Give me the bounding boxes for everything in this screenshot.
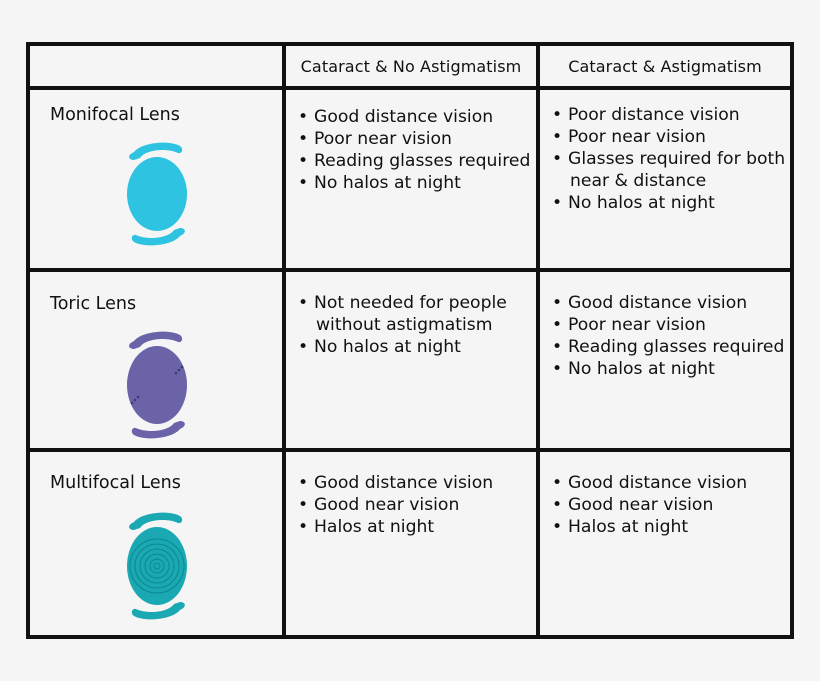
bullet-item: Poor near vision bbox=[552, 314, 784, 336]
bullet-text-continued: without astigmatism bbox=[316, 315, 493, 335]
bullet-list: Poor distance visionPoor near visionGlas… bbox=[552, 104, 785, 214]
bullet-text: No halos at night bbox=[568, 359, 715, 379]
bullet-text: Good distance vision bbox=[568, 293, 748, 313]
bullet-text: Good distance vision bbox=[314, 107, 494, 127]
bullet-item: No halos at night bbox=[298, 172, 530, 194]
bullet-item: Reading glasses required bbox=[552, 336, 784, 358]
bullet-text: No halos at night bbox=[568, 193, 715, 213]
bullet-item: Good near vision bbox=[298, 494, 493, 516]
bullet-text: Good near vision bbox=[314, 495, 460, 515]
toric-lens-icon bbox=[127, 331, 187, 439]
lens-name: Toric Lens bbox=[50, 294, 137, 314]
bullet-text: Poor distance vision bbox=[568, 105, 740, 125]
bullet-text: No halos at night bbox=[314, 337, 461, 357]
bullet-item: Good near vision bbox=[552, 494, 747, 516]
bullet-text: Good near vision bbox=[568, 495, 714, 515]
bullet-text: Reading glasses required bbox=[568, 337, 785, 357]
column-divider bbox=[536, 46, 540, 635]
bullet-text: Good distance vision bbox=[568, 473, 748, 493]
monofocal-lens-icon bbox=[127, 142, 187, 246]
bullet-text: Halos at night bbox=[568, 517, 689, 537]
bullet-list: Good distance visionGood near visionHalo… bbox=[552, 472, 747, 538]
bullet-list: Good distance visionGood near visionHalo… bbox=[298, 472, 493, 538]
bullet-item: Good distance vision bbox=[552, 472, 747, 494]
cell-multifocal-astigmatism: Good distance visionGood near visionHalo… bbox=[540, 452, 790, 639]
bullet-list: Good distance visionPoor near visionRead… bbox=[298, 106, 530, 194]
column-header-astigmatism: Cataract & Astigmatism bbox=[568, 56, 762, 76]
bullet-item: Reading glasses required bbox=[298, 150, 530, 172]
bullet-text: Reading glasses required bbox=[314, 151, 531, 171]
multifocal-lens-icon bbox=[127, 512, 187, 620]
row-divider bbox=[30, 448, 790, 452]
bullet-text: Glasses required for both bbox=[568, 149, 786, 169]
bullet-item: No halos at night bbox=[552, 358, 784, 380]
bullet-text: Not needed for people bbox=[314, 293, 507, 313]
bullet-item: Halos at night bbox=[552, 516, 747, 538]
bullet-text: Good distance vision bbox=[314, 473, 494, 493]
bullet-item: Poor distance vision bbox=[552, 104, 785, 126]
bullet-item: Poor near vision bbox=[298, 128, 530, 150]
bullet-item: No halos at night bbox=[552, 192, 785, 214]
row-divider bbox=[30, 268, 790, 272]
cell-toric-astigmatism: Good distance visionPoor near visionRead… bbox=[540, 272, 790, 448]
column-divider bbox=[282, 46, 286, 635]
cell-multifocal-no-astigmatism: Good distance visionGood near visionHalo… bbox=[286, 452, 536, 639]
bullet-text: Halos at night bbox=[314, 517, 435, 537]
cell-monofocal-no-astigmatism: Good distance visionPoor near visionRead… bbox=[286, 90, 536, 268]
lens-name: Multifocal Lens bbox=[50, 473, 181, 493]
bullet-text: Poor near vision bbox=[568, 127, 706, 147]
bullet-item: No halos at night bbox=[298, 336, 507, 358]
cell-monofocal-astigmatism: Poor distance visionPoor near visionGlas… bbox=[540, 90, 790, 268]
bullet-item: Good distance vision bbox=[298, 106, 530, 128]
lens-comparison-table: Cataract & No Astigmatism Cataract & Ast… bbox=[26, 42, 794, 639]
lens-cell-multifocal: Multifocal Lens bbox=[30, 452, 282, 639]
bullet-list: Good distance visionPoor near visionRead… bbox=[552, 292, 784, 380]
bullet-item: Poor near vision bbox=[552, 126, 785, 148]
bullet-item: Halos at night bbox=[298, 516, 493, 538]
bullet-text: Poor near vision bbox=[568, 315, 706, 335]
column-header-no-astigmatism: Cataract & No Astigmatism bbox=[300, 56, 522, 76]
bullet-text-continued: near & distance bbox=[570, 171, 707, 191]
bullet-item: Good distance vision bbox=[552, 292, 784, 314]
bullet-item: Good distance vision bbox=[298, 472, 493, 494]
lens-cell-toric: Toric Lens bbox=[30, 272, 282, 448]
bullet-text: Poor near vision bbox=[314, 129, 452, 149]
row-divider bbox=[30, 86, 790, 90]
lens-cell-monofocal: Monifocal Lens bbox=[30, 90, 282, 268]
lens-name: Monifocal Lens bbox=[50, 105, 180, 125]
bullet-text: No halos at night bbox=[314, 173, 461, 193]
